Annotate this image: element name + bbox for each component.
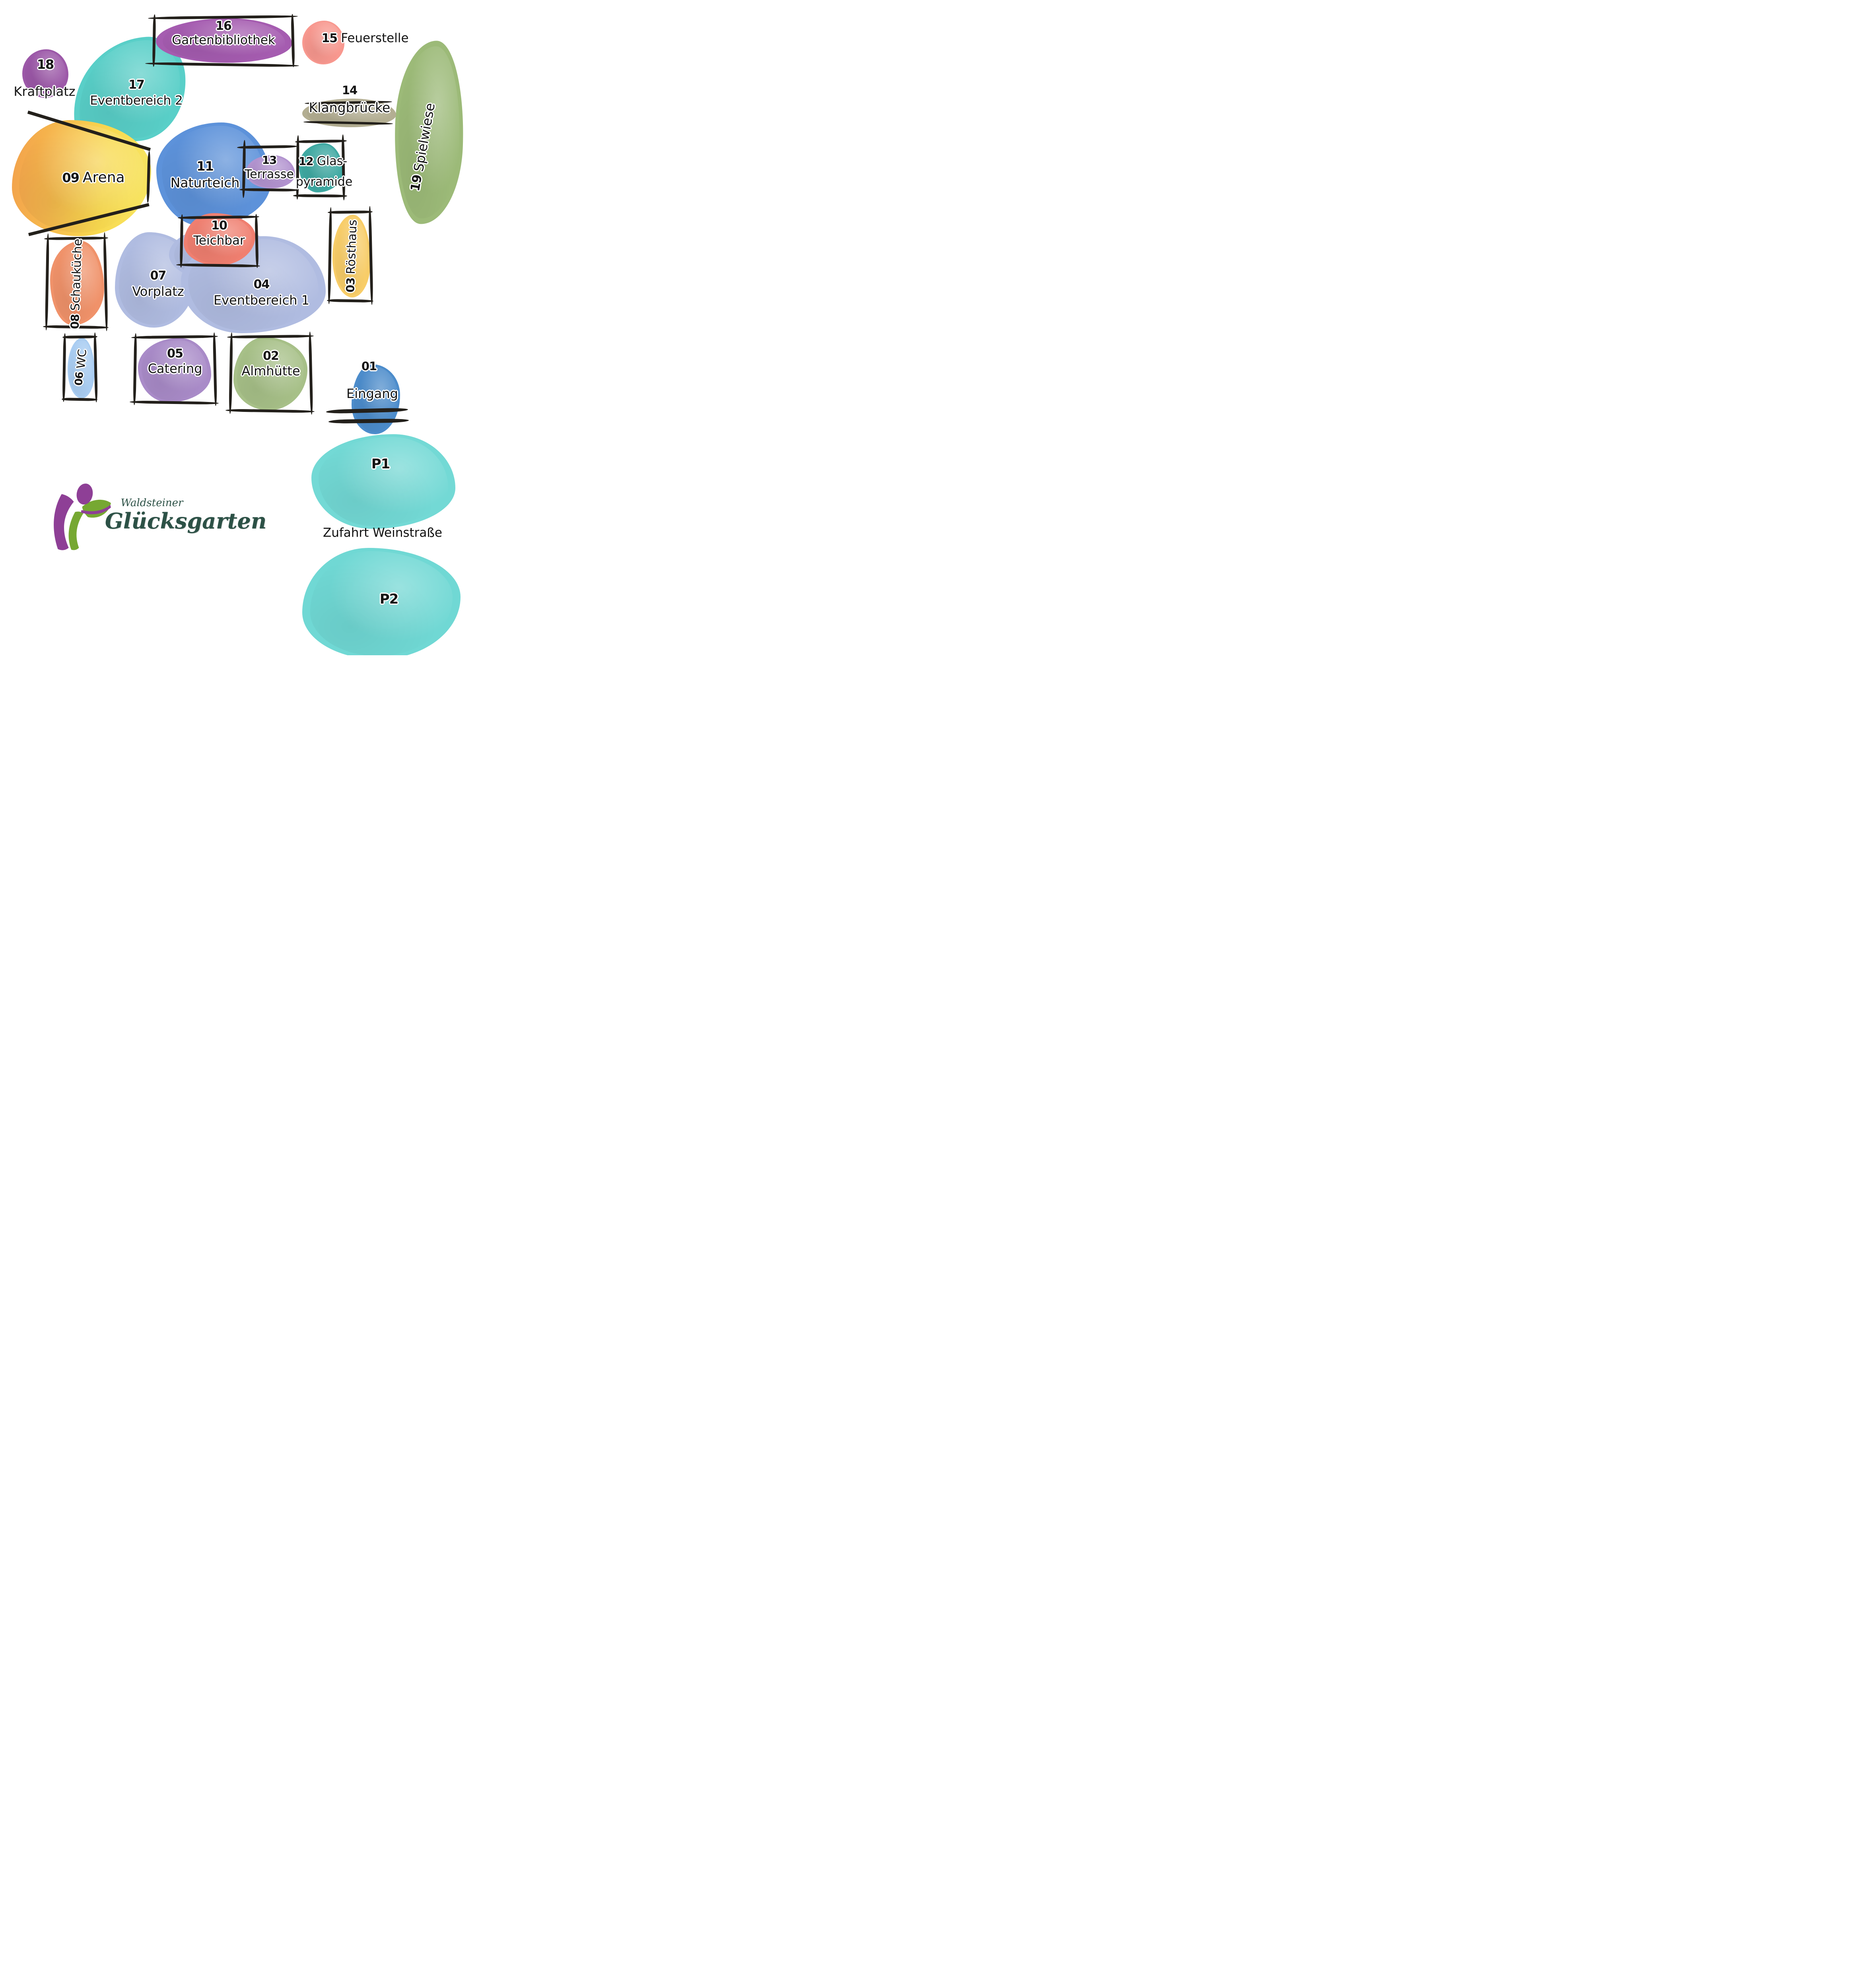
sketch-stroke — [327, 299, 373, 303]
area-18-number: 18 — [37, 57, 54, 72]
area-16-blob — [156, 18, 292, 63]
brand-name-bottom: Glücksgarten — [105, 508, 267, 534]
area-03-label: Rösthaus — [344, 219, 360, 275]
area-09-number: 09 — [62, 170, 80, 185]
area-16-number: 16 — [216, 19, 232, 33]
area-04-label-group: 04 Eventbereich 1 — [214, 278, 309, 307]
sketch-stroke — [62, 398, 98, 401]
sketch-stroke — [133, 333, 137, 406]
area-05-blob — [138, 338, 211, 402]
area-17-label-group: 17 Eventbereich 2 — [79, 79, 194, 107]
area-10-number: 10 — [211, 219, 227, 233]
area-06-blob — [68, 338, 95, 398]
area-14-label-group: 14 Klangbrücke — [302, 84, 397, 115]
area-07-number: 07 — [150, 269, 167, 283]
sketch-stroke — [229, 332, 233, 414]
area-13-label-group: 13 Terrasse — [241, 154, 297, 181]
area-19-number: 19 — [408, 173, 425, 192]
area-14-number: 14 — [342, 83, 358, 97]
area-13-number: 13 — [262, 153, 277, 167]
road-zufahrt-label: Zufahrt Weinstraße — [323, 526, 442, 540]
area-06-label: WC — [74, 348, 89, 369]
area-07-label: Vorplatz — [132, 284, 184, 299]
area-04-label: Eventbereich 1 — [213, 293, 310, 308]
area-05-label-group: 05 Catering — [141, 348, 209, 375]
area-12-label-line2: pyramide — [295, 175, 353, 189]
area-08-number: 08 — [68, 314, 82, 330]
sketch-stroke — [293, 194, 348, 198]
area-13-label: Terrasse — [245, 167, 294, 182]
parking-p1-label: P1 — [371, 456, 391, 472]
area-11-label-group: 11 Naturteich — [158, 159, 252, 191]
area-13-blob — [246, 155, 295, 188]
area-15-label: Feuerstelle — [341, 31, 409, 45]
area-17-number: 17 — [128, 78, 145, 92]
area-02-blob — [233, 337, 307, 410]
area-06-number: 06 — [73, 371, 86, 386]
area-18-blob — [22, 49, 68, 98]
sketch-stroke — [308, 331, 313, 415]
brand-figure-icon — [54, 483, 111, 550]
brand-name-top: Waldsteiner — [121, 497, 183, 509]
area-14-label: Klangbrücke — [309, 100, 391, 116]
parking-p2-label: P2 — [379, 591, 399, 607]
road-stroke — [328, 418, 409, 424]
area-05-label: Catering — [148, 361, 202, 377]
area-12-blob — [299, 143, 343, 192]
area-16-label-group: 16 Gartenbibliothek — [160, 20, 287, 47]
area-17-label: Eventbereich 2 — [90, 93, 183, 108]
parking-p2-blob — [302, 548, 461, 655]
area-02-number: 02 — [263, 349, 279, 363]
area-08-blob — [50, 241, 104, 325]
area-10-label-group: 10 Teichbar — [187, 219, 251, 247]
area-07-label-group: 07 Vorplatz — [127, 270, 189, 298]
area-11-label: Naturteich — [170, 175, 240, 191]
area-03-blob — [332, 215, 371, 297]
area-16-label: Gartenbibliothek — [172, 33, 275, 48]
area-02-label: Almhütte — [241, 363, 300, 379]
area-01-number: 01 — [361, 359, 377, 373]
area-12-label-group: 12 Glas- — [290, 155, 356, 167]
sketch-stroke — [327, 210, 373, 214]
area-02-label-group: 02 Almhütte — [235, 350, 307, 378]
area-15-blob — [302, 21, 344, 64]
area-09-label-group: 09 Arena — [32, 170, 155, 185]
area-09-label: Arena — [82, 169, 125, 186]
sketch-stroke — [45, 233, 50, 330]
area-10-label: Teichbar — [193, 233, 245, 248]
parking-p1-blob — [311, 434, 455, 529]
area-09-blob — [12, 120, 151, 236]
area-15-label-group: 15 Feuerstelle — [305, 32, 425, 50]
sketch-stroke — [62, 333, 66, 402]
area-01-label: Eingang — [346, 386, 398, 401]
area-12-label-line1: Glas- — [317, 154, 348, 168]
sketch-stroke — [327, 207, 332, 304]
sketch-stroke — [295, 139, 347, 144]
site-map: 16 Gartenbibliothek 15 Feuerstelle 18 Kr… — [0, 0, 465, 655]
area-03-number: 03 — [344, 278, 358, 293]
area-12-number: 12 — [298, 155, 314, 168]
area-05-number: 05 — [167, 347, 183, 361]
area-08-label: Schauküche — [68, 238, 85, 311]
sketch-stroke — [212, 332, 218, 406]
area-18-label: Kraftplatz — [14, 84, 76, 99]
area-03-label-group: 03 Rösthaus — [342, 215, 361, 297]
area-04-number: 04 — [253, 278, 270, 291]
area-15-number: 15 — [321, 31, 338, 45]
area-11-number: 11 — [196, 159, 214, 174]
area-10-blob — [184, 213, 255, 266]
area-08-label-group: 08 Schauküche — [67, 239, 86, 329]
